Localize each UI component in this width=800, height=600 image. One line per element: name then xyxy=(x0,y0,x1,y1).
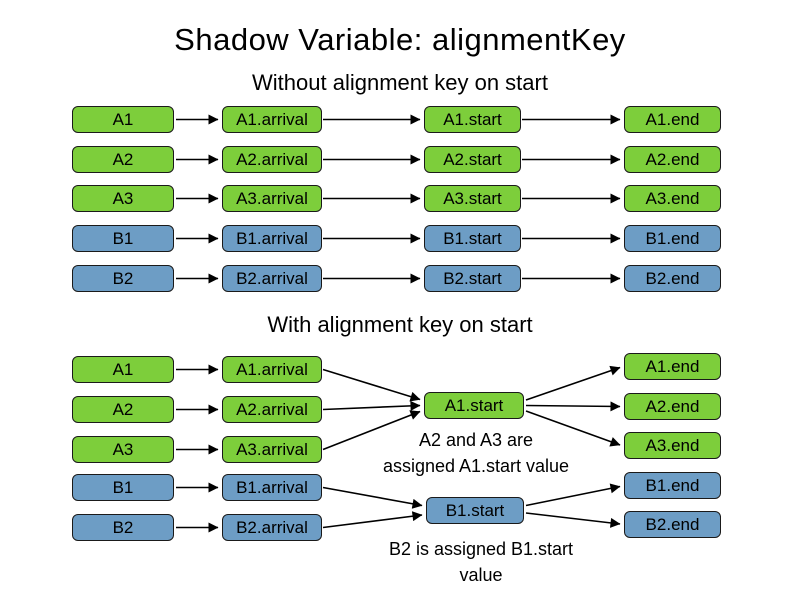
without-b1-start: B1.start xyxy=(424,225,521,252)
without-a1-arrival: A1.arrival xyxy=(222,106,322,133)
note-a-line2: assigned A1.start value xyxy=(382,456,570,476)
without-a3-end: A3.end xyxy=(624,185,721,212)
arrow xyxy=(525,483,621,507)
with-a2-end: A2.end xyxy=(624,393,721,420)
arrow xyxy=(322,400,421,411)
with-a2: A2 xyxy=(72,396,174,423)
with-b2-arrival: B2.arrival xyxy=(222,514,322,541)
arrow xyxy=(525,365,621,401)
heading-without: Without alignment key on start xyxy=(252,70,548,95)
without-a1-start: A1.start xyxy=(424,106,521,133)
with-a3-arrival: A3.arrival xyxy=(222,436,322,463)
without-b1: B1 xyxy=(72,225,174,252)
without-b1-end: B1.end xyxy=(624,225,721,252)
without-b2-arrival: B2.arrival xyxy=(222,265,322,292)
without-a2-arrival: A2.arrival xyxy=(222,146,322,173)
without-b2-end: B2.end xyxy=(624,265,721,292)
with-a2-arrival: A2.arrival xyxy=(222,396,322,423)
note-a: A2 and A3 are assigned A1.start value xyxy=(346,427,606,479)
without-a2: A2 xyxy=(72,146,174,173)
with-a1-start: A1.start xyxy=(424,392,524,419)
note-a-line1: A2 and A3 are xyxy=(418,430,534,450)
arrow xyxy=(525,401,621,412)
arrow xyxy=(322,486,423,509)
heading-with: With alignment key on start xyxy=(267,312,533,337)
with-a3-end: A3.end xyxy=(624,432,721,459)
with-a1-end: A1.end xyxy=(624,353,721,380)
with-b1-start: B1.start xyxy=(426,497,524,524)
arrow xyxy=(322,368,421,402)
arrow xyxy=(525,512,621,528)
without-a2-end: A2.end xyxy=(624,146,721,173)
without-a3: A3 xyxy=(72,185,174,212)
without-a3-start: A3.start xyxy=(424,185,521,212)
note-b: B2 is assigned B1.start value xyxy=(356,536,606,588)
with-b2: B2 xyxy=(72,514,174,541)
without-a2-start: A2.start xyxy=(424,146,521,173)
with-a1-arrival: A1.arrival xyxy=(222,356,322,383)
arrow xyxy=(322,511,423,529)
with-b2-end: B2.end xyxy=(624,511,721,538)
without-b2: B2 xyxy=(72,265,174,292)
without-a3-arrival: A3.arrival xyxy=(222,185,322,212)
note-b-line1: B2 is assigned B1.start xyxy=(388,539,574,559)
diagram-title: Shadow Variable: alignmentKey xyxy=(174,22,626,57)
note-b-line2: value xyxy=(459,565,503,585)
without-a1: A1 xyxy=(72,106,174,133)
with-b1-end: B1.end xyxy=(624,472,721,499)
with-b1: B1 xyxy=(72,474,174,501)
without-b2-start: B2.start xyxy=(424,265,521,292)
without-b1-arrival: B1.arrival xyxy=(222,225,322,252)
with-b1-arrival: B1.arrival xyxy=(222,474,322,501)
with-a1: A1 xyxy=(72,356,174,383)
with-a3: A3 xyxy=(72,436,174,463)
without-a1-end: A1.end xyxy=(624,106,721,133)
